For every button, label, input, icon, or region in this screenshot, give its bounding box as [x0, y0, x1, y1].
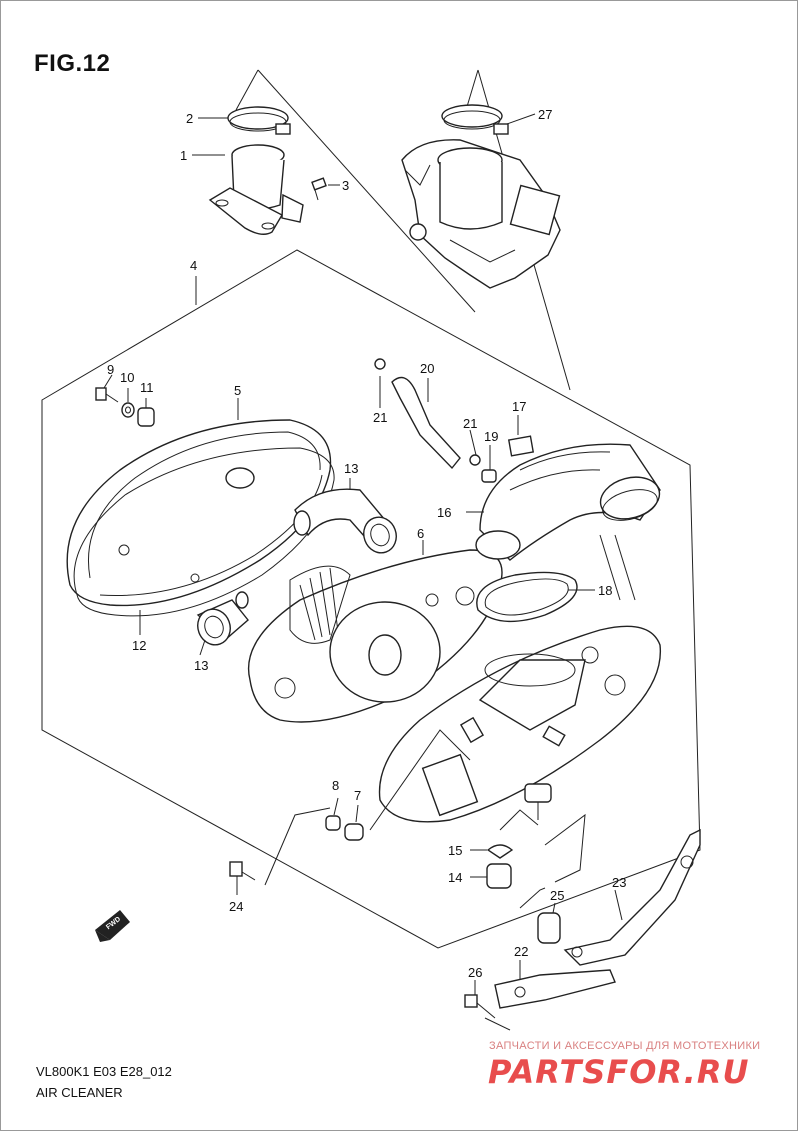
callout-9: 9 [107, 362, 114, 377]
callout-8: 8 [332, 778, 339, 793]
bolt-part-26 [464, 994, 496, 1019]
bolt-part-24 [229, 861, 256, 881]
drain-plug-part-14 [486, 863, 512, 889]
hose-part-20 [391, 376, 461, 470]
callout-1: 1 [180, 148, 187, 163]
callout-21-lower: 21 [463, 416, 477, 431]
callout-13-lower: 13 [194, 658, 208, 673]
intake-duct-part-16 [475, 443, 661, 561]
washer-part-10 [121, 402, 135, 418]
callout-7: 7 [354, 788, 361, 803]
spacer-part-25 [537, 912, 561, 944]
drawing-code: VL800K1 E03 E28_012 [36, 1064, 172, 1079]
callout-25: 25 [550, 888, 564, 903]
clip-part-15 [486, 844, 514, 859]
callout-19: 19 [484, 429, 498, 444]
grommet-part-8 [325, 815, 341, 831]
hose-part-13-lower [196, 591, 249, 646]
bracket-part-22 [494, 969, 616, 1009]
leader-lines [103, 113, 636, 1031]
callout-23: 23 [612, 875, 626, 890]
callout-3: 3 [342, 178, 349, 193]
drain-fitting [524, 783, 552, 820]
fitting-part-19 [481, 469, 497, 483]
callout-13-upper: 13 [344, 461, 358, 476]
hose-part-13-upper [293, 488, 397, 554]
screw-part-3 [311, 177, 327, 201]
callout-17: 17 [512, 399, 526, 414]
figure-title: FIG.12 [34, 50, 111, 77]
seal-part-18 [476, 571, 578, 623]
callout-27: 27 [538, 107, 552, 122]
air-cleaner-case [378, 625, 662, 823]
callout-16: 16 [437, 505, 451, 520]
watermark-tagline: ЗАПЧАСТИ И АКСЕССУАРЫ ДЛЯ МОТОТЕХНИКИ [489, 1040, 761, 1052]
callout-22: 22 [514, 944, 528, 959]
callout-4: 4 [190, 258, 197, 273]
callout-20: 20 [420, 361, 434, 376]
element-part-6 [247, 549, 503, 723]
callout-15: 15 [448, 843, 462, 858]
clip-part-21-upper [374, 358, 386, 370]
spacer-part-11 [137, 407, 155, 427]
callout-21-upper: 21 [373, 410, 387, 425]
clip-part-21-lower [469, 454, 481, 466]
callout-12: 12 [132, 638, 146, 653]
callout-24: 24 [229, 899, 243, 914]
callout-2: 2 [186, 111, 193, 126]
watermark-logo: PARTSFOR.RU [488, 1053, 750, 1091]
callout-11: 11 [140, 380, 154, 395]
assembly-outline [41, 249, 701, 949]
bolt-part-9 [95, 387, 119, 403]
figure-caption: AIR CLEANER [36, 1085, 123, 1100]
callout-26: 26 [468, 965, 482, 980]
carburetor-assembly [401, 104, 561, 289]
callout-5: 5 [234, 383, 241, 398]
callout-10: 10 [120, 370, 134, 385]
spacer-part-7 [344, 823, 364, 841]
gasket-part-12 [73, 447, 335, 617]
label-part-17 [507, 435, 535, 457]
callout-14: 14 [448, 870, 462, 885]
clamp-part-2 [227, 106, 291, 135]
bracket-part-23 [563, 828, 701, 966]
callout-18: 18 [598, 583, 612, 598]
fwd-arrow-icon [95, 910, 130, 942]
intake-pipe-part-1 [208, 144, 304, 235]
callout-6: 6 [417, 526, 424, 541]
